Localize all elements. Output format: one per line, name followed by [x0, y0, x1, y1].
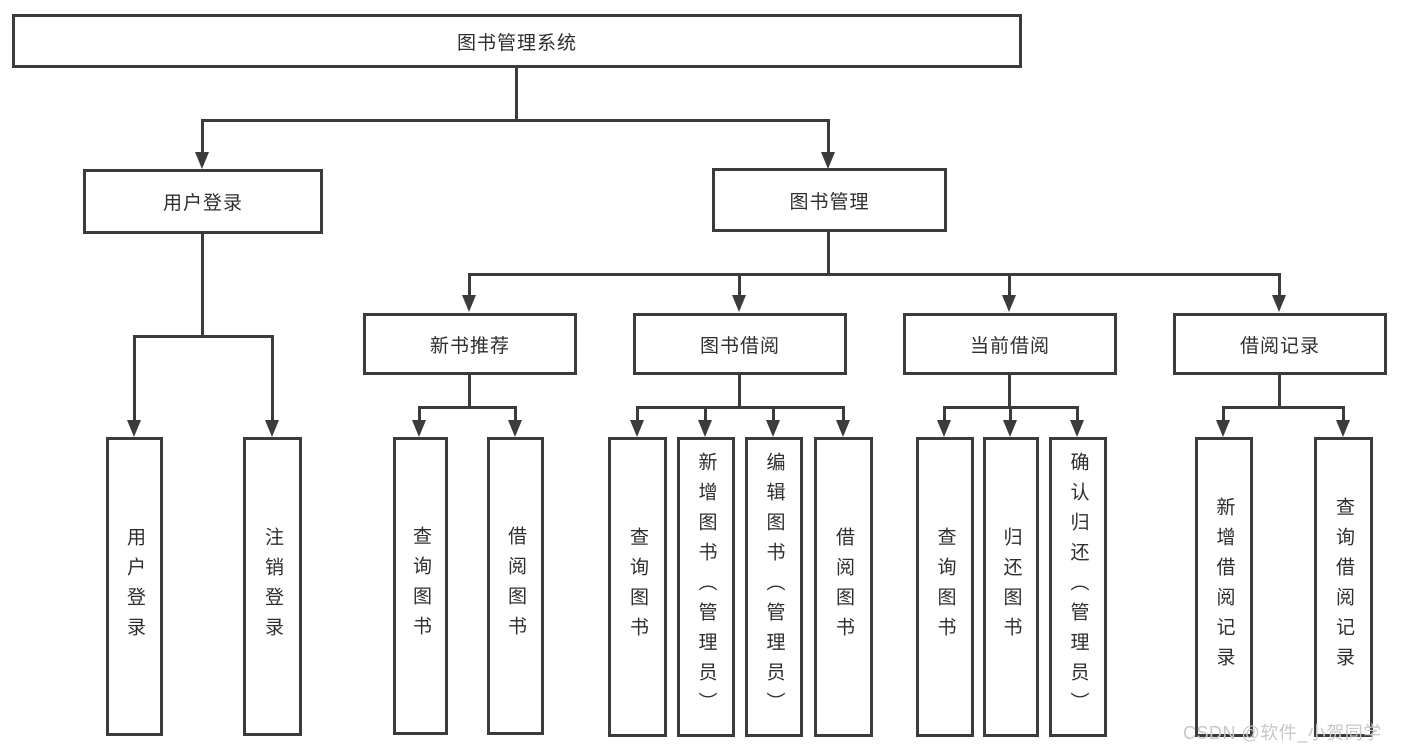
node-root: 图书管理系统 [12, 14, 1022, 68]
node-label: 查询图书 [627, 527, 648, 647]
leaf-br-add-record: 新增借阅记录 [1195, 437, 1253, 737]
node-label: 借阅图书 [505, 526, 526, 646]
leaf-cb-query-books: 查询图书 [916, 437, 974, 737]
connector-line [842, 406, 845, 422]
connector-line [1222, 406, 1345, 409]
leaf-user-login: 用户登录 [106, 437, 163, 736]
arrow-down-icon [732, 295, 746, 312]
connector-line [738, 373, 741, 408]
node-label: 用户登录 [162, 193, 243, 214]
connector-line [271, 335, 274, 422]
node-label: 图书借阅 [699, 335, 780, 357]
leaf-cb-confirm-return: 确认归还（管理员） [1049, 437, 1107, 737]
node-label: 注销登录 [262, 526, 283, 647]
connector-line [1008, 273, 1011, 297]
connector-line [827, 230, 830, 275]
connector-line [827, 119, 830, 153]
node-label: 编辑图书（管理员） [763, 452, 785, 722]
connector-line [201, 119, 204, 153]
leaf-rec-borrow-books: 借阅图书 [487, 437, 544, 735]
arrow-down-icon [698, 420, 712, 437]
node-label: 查询图书 [934, 527, 956, 647]
connector-line [636, 406, 639, 422]
connector-line [468, 273, 1281, 276]
node-user-login: 用户登录 [83, 169, 323, 234]
arrow-down-icon [265, 420, 279, 437]
node-book-management: 图书管理 [712, 168, 947, 232]
connector-line [704, 406, 707, 422]
connector-line [201, 234, 204, 337]
connector-line [738, 273, 741, 297]
arrow-down-icon [1336, 420, 1350, 437]
connector-line [418, 406, 517, 409]
connector-line [1278, 373, 1281, 408]
connector-line [133, 335, 136, 422]
node-label: 新增图书（管理员） [695, 452, 717, 722]
connector-line [201, 119, 830, 122]
node-label: 确认归还（管理员） [1067, 452, 1089, 722]
connector-line [418, 406, 421, 422]
node-borrowing-records: 借阅记录 [1173, 313, 1387, 375]
leaf-bb-edit-books: 编辑图书（管理员） [745, 437, 803, 737]
node-label: 归还图书 [1000, 527, 1022, 647]
node-current-borrowing: 当前借阅 [903, 313, 1117, 375]
node-label: 新增借阅记录 [1213, 497, 1235, 677]
connector-line [1278, 273, 1281, 297]
leaf-bb-add-books: 新增图书（管理员） [677, 437, 735, 737]
node-root-label: 图书管理系统 [456, 32, 577, 54]
node-label: 查询借阅记录 [1333, 497, 1354, 677]
leaf-bb-query-books: 查询图书 [608, 437, 667, 737]
node-label: 用户登录 [124, 526, 145, 647]
arrow-down-icon [836, 420, 850, 437]
arrow-down-icon [1003, 420, 1017, 437]
node-label: 当前借阅 [969, 335, 1050, 357]
connector-line [515, 68, 518, 122]
connector-line [1008, 373, 1011, 408]
arrow-down-icon [630, 420, 644, 437]
leaf-rec-query-books: 查询图书 [393, 437, 448, 735]
connector-line [514, 406, 517, 422]
connector-line [1076, 406, 1079, 422]
connector-line [1009, 406, 1012, 422]
connector-line [468, 273, 471, 297]
arrow-down-icon [1002, 295, 1016, 312]
node-book-borrowing: 图书借阅 [633, 313, 847, 375]
connector-line [636, 406, 844, 409]
leaf-cb-return-books: 归还图书 [983, 437, 1039, 737]
arrow-down-icon [937, 420, 951, 437]
connector-line [1342, 406, 1345, 422]
arrow-down-icon [766, 420, 780, 437]
arrow-down-icon [127, 420, 141, 437]
leaf-bb-borrow-books: 借阅图书 [814, 437, 873, 737]
connector-line [468, 373, 471, 408]
arrow-down-icon [195, 152, 209, 169]
csdn-watermark: CSDN @软件_小贺同学 [1183, 723, 1382, 743]
leaf-br-query-record: 查询借阅记录 [1314, 437, 1373, 737]
node-label: 查询图书 [410, 526, 431, 646]
arrow-down-icon [1216, 420, 1230, 437]
node-label: 借阅图书 [833, 527, 854, 647]
arrow-down-icon [1272, 295, 1286, 312]
connector-line [772, 406, 775, 422]
connector-line [943, 406, 946, 422]
arrow-down-icon [412, 420, 426, 437]
node-new-book-recommend: 新书推荐 [363, 313, 577, 375]
arrow-down-icon [821, 152, 835, 169]
arrow-down-icon [462, 295, 476, 312]
node-label: 图书管理 [789, 191, 870, 213]
connector-line [133, 335, 274, 338]
node-label: 新书推荐 [429, 335, 510, 357]
node-label: 借阅记录 [1239, 335, 1320, 357]
connector-line [1222, 406, 1225, 422]
arrow-down-icon [508, 420, 522, 437]
leaf-logout: 注销登录 [243, 437, 302, 736]
arrow-down-icon [1070, 420, 1084, 437]
